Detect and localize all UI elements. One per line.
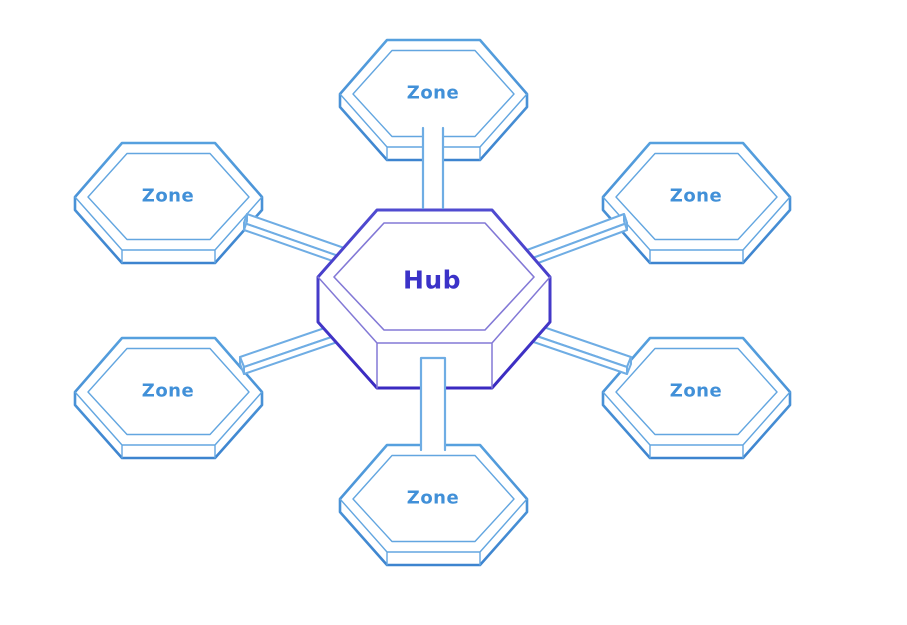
zone-label-bottom-left: Zone — [142, 381, 194, 402]
connector-hub-top — [421, 126, 445, 210]
zone-label-top-right: Zone — [670, 186, 722, 207]
hub-label: Hub — [403, 266, 461, 295]
connector-hub-top-left — [243, 213, 351, 267]
zone-label-bottom: Zone — [407, 488, 459, 509]
connector-hub-top-right — [526, 213, 628, 267]
hub-node — [316, 208, 552, 390]
zone-label-top: Zone — [407, 83, 459, 104]
connector-hub-bottom-left — [239, 319, 353, 375]
zone-label-top-left: Zone — [142, 186, 194, 207]
zone-label-bottom-right: Zone — [670, 381, 722, 402]
connector-hub-bottom — [419, 356, 447, 452]
